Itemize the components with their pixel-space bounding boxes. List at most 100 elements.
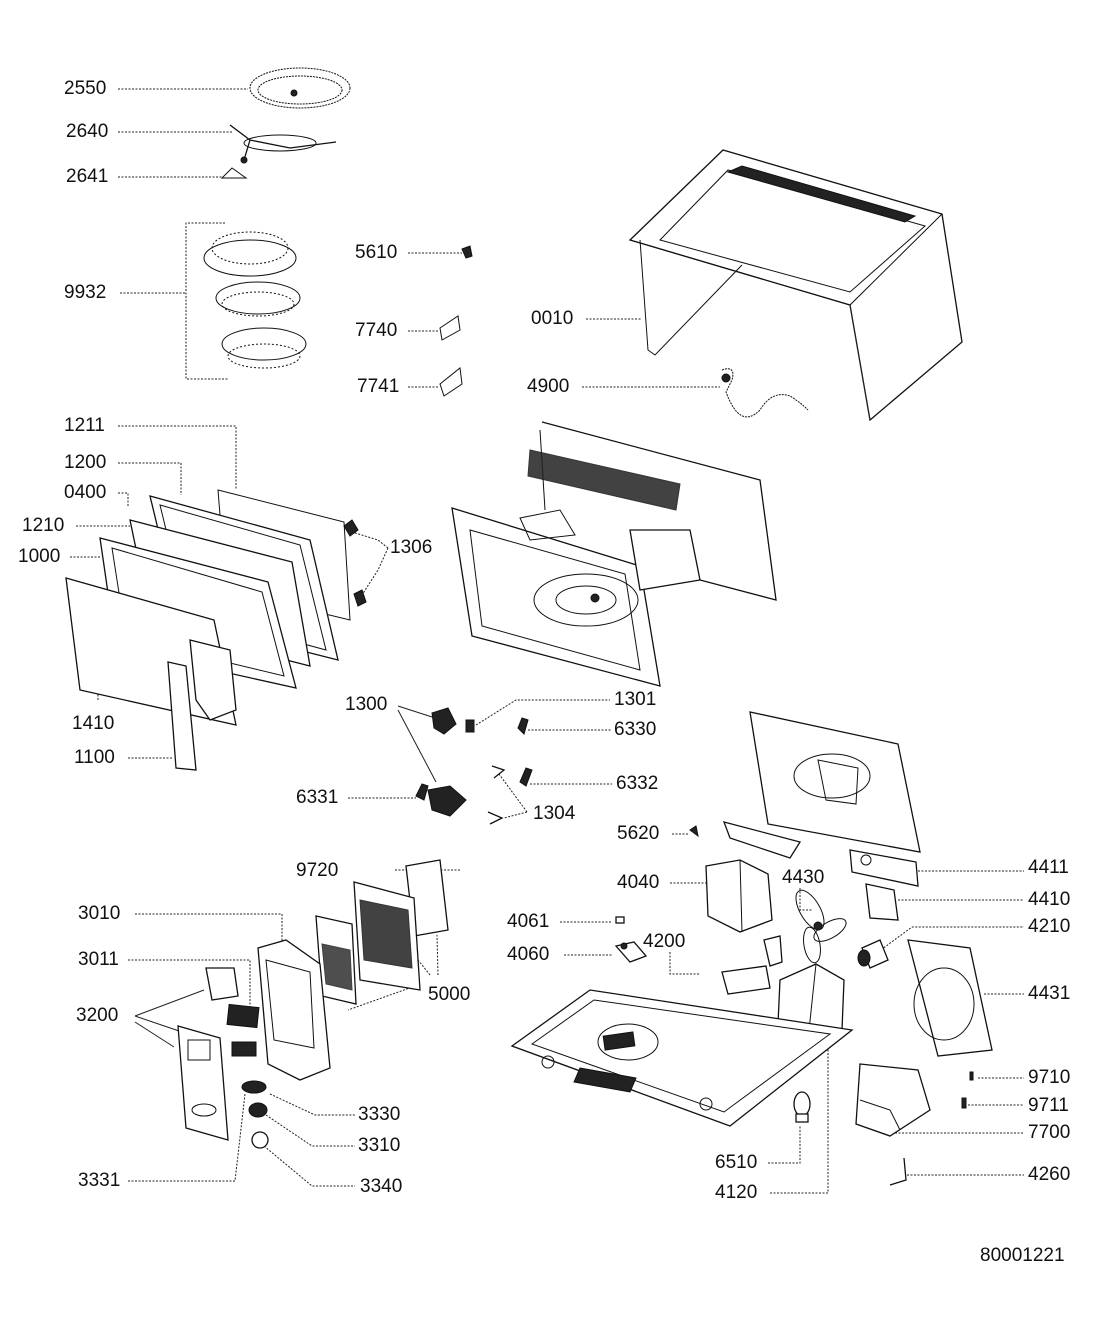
- part-turntable-plate: [249, 67, 351, 109]
- leader-3331: [128, 1093, 246, 1182]
- leader-3200b: [134, 1015, 183, 1033]
- part-capacitor-4210: [857, 939, 889, 969]
- part-motor-housing: [855, 1063, 931, 1137]
- part-label-3011: 3011: [78, 949, 119, 970]
- part-label-1306: 1306: [390, 537, 433, 558]
- part-label-4900: 4900: [527, 376, 570, 397]
- part-fuses: [961, 1071, 974, 1109]
- part-door-hooks: [343, 519, 367, 607]
- part-label-3310: 3310: [358, 1135, 401, 1156]
- leader-1211: [118, 425, 237, 490]
- part-fan-motor: [865, 883, 899, 921]
- part-label-2550: 2550: [64, 78, 107, 99]
- leader-1300a: [397, 705, 433, 718]
- part-label-9932: 9932: [64, 282, 107, 303]
- part-label-7700: 7700: [1028, 1122, 1071, 1143]
- part-label-4120: 4120: [715, 1182, 758, 1203]
- part-label-4200: 4200: [643, 931, 686, 952]
- part-label-4411: 4411: [1028, 857, 1069, 878]
- part-label-6330: 6330: [614, 719, 657, 740]
- part-door-outer: [65, 577, 237, 726]
- part-crisp-plates: [203, 231, 307, 369]
- part-base-plate: [510, 989, 854, 1127]
- part-label-7740: 7740: [355, 320, 398, 341]
- leader-1304b: [503, 811, 528, 819]
- part-label-9720: 9720: [296, 860, 339, 881]
- leader-3011: [128, 959, 251, 1010]
- part-magnetron: [705, 859, 773, 933]
- part-knobs: [241, 1080, 269, 1149]
- part-label-9711: 9711: [1028, 1095, 1069, 1116]
- part-label-0010: 0010: [531, 308, 574, 329]
- part-label-3330: 3330: [358, 1104, 401, 1125]
- part-fan-blade: [795, 889, 847, 964]
- part-label-1301: 1301: [614, 689, 657, 710]
- part-label-7741: 7741: [357, 376, 400, 397]
- part-label-5000: 5000: [428, 984, 471, 1005]
- part-label-1304: 1304: [533, 803, 576, 824]
- leader-3200a: [134, 989, 205, 1017]
- part-power-cord: [721, 368, 809, 418]
- part-roller-ring: [229, 124, 337, 164]
- part-fan-duct: [907, 939, 993, 1057]
- leader-1300b: [397, 709, 437, 783]
- part-label-9710: 9710: [1028, 1067, 1071, 1088]
- part-bracket-5620: [689, 821, 802, 859]
- part-door-handle: [167, 661, 197, 771]
- part-label-2641: 2641: [66, 166, 109, 187]
- part-label-1000: 1000: [18, 546, 61, 567]
- part-label-4060: 4060: [507, 944, 550, 965]
- part-control-board: [315, 881, 421, 1005]
- leader-6510: [768, 1125, 801, 1164]
- part-interlock: [415, 707, 533, 825]
- part-waveguide-cover: [849, 849, 919, 887]
- leader-0400: [118, 492, 129, 507]
- part-small-screw-5610: [461, 245, 473, 259]
- part-label-6331: 6331: [296, 787, 339, 808]
- leader-5000a: [347, 984, 419, 1011]
- part-cavity: [451, 421, 777, 687]
- part-label-4431: 4431: [1028, 983, 1071, 1004]
- part-label-6332: 6332: [616, 773, 659, 794]
- part-diode: [889, 1157, 907, 1186]
- part-thermostat: [614, 916, 648, 963]
- leader-1200: [118, 462, 182, 495]
- part-label-1210: 1210: [22, 515, 65, 536]
- part-label-0400: 0400: [64, 482, 107, 503]
- leader-1304a: [495, 769, 528, 813]
- part-label-4210: 4210: [1028, 916, 1071, 937]
- leader-1306b: [359, 547, 389, 599]
- leader-3330: [269, 1093, 355, 1116]
- part-label-2640: 2640: [66, 121, 109, 142]
- leader-5000b: [417, 959, 431, 976]
- part-label-5610: 5610: [355, 242, 398, 263]
- part-coupler: [220, 167, 248, 179]
- part-label-3340: 3340: [360, 1176, 403, 1197]
- part-label-1200: 1200: [64, 452, 107, 473]
- leader-4430: [799, 888, 812, 911]
- part-label-1211: 1211: [64, 415, 105, 436]
- leader-5000c: [436, 934, 439, 976]
- leader-3310: [265, 1114, 355, 1147]
- part-control-frame: [257, 939, 331, 1081]
- leader-9932-bracket: [185, 222, 228, 380]
- leader-lines: [70, 88, 1024, 1194]
- leader-3200c: [134, 1021, 175, 1048]
- part-label-6510: 6510: [715, 1152, 758, 1173]
- part-label-5620: 5620: [617, 823, 660, 844]
- leader-4210: [877, 926, 1024, 953]
- part-label-3010: 3010: [78, 903, 121, 924]
- part-label-1300: 1300: [345, 694, 388, 715]
- leader-3340: [263, 1145, 355, 1187]
- leader-4120: [770, 1040, 829, 1194]
- part-back-plate: [749, 711, 921, 853]
- part-label-4410: 4410: [1028, 889, 1071, 910]
- part-label-4260: 4260: [1028, 1164, 1071, 1185]
- part-labels-7740-7741: [439, 315, 463, 397]
- part-label-3200: 3200: [76, 1005, 119, 1026]
- part-control-grille: [205, 967, 260, 1029]
- part-label-4061: 4061: [507, 911, 550, 932]
- part-lamp: [793, 1091, 811, 1123]
- part-label-4040: 4040: [617, 872, 660, 893]
